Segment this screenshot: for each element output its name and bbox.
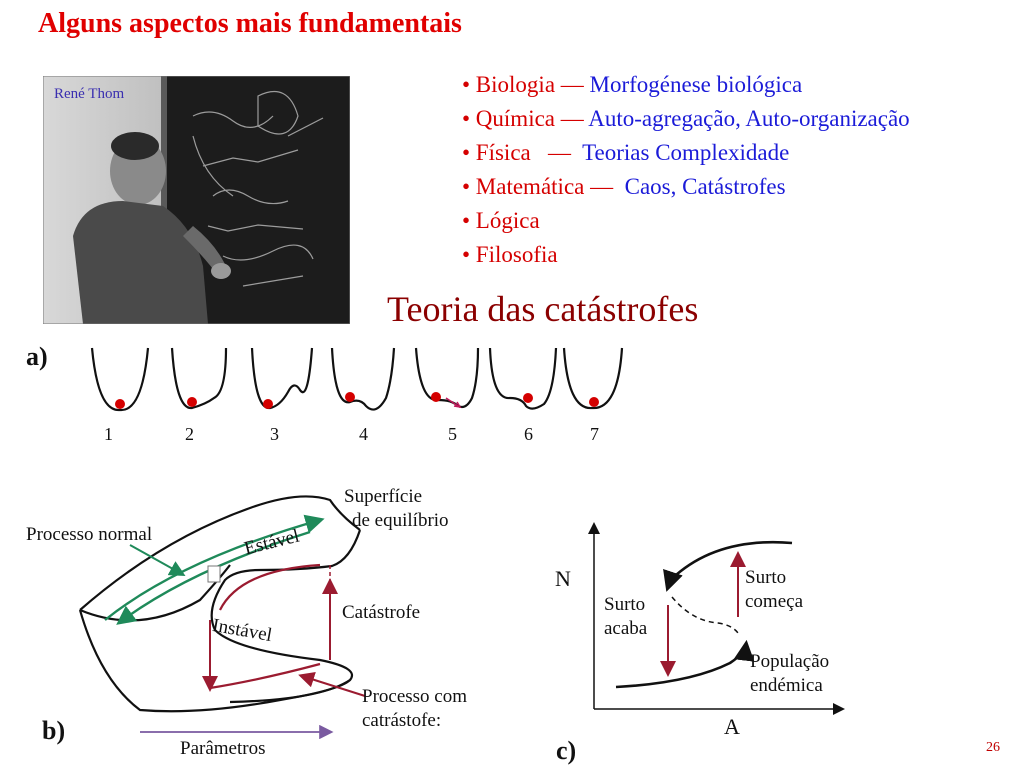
photo-caption: René Thom [54,86,125,102]
photo-illustration [43,76,350,324]
ball-2 [187,397,197,407]
bullet-field: • Filosofia [462,242,558,267]
well-number-5: 5 [448,424,457,444]
ball-7 [589,397,599,407]
outbreak-ends-line2: acaba [604,618,648,639]
well-number-2: 2 [185,424,194,444]
bullet-field: • Lógica [462,208,540,233]
lower-branch [615,639,755,689]
stable-path [219,563,321,611]
panel-c-label: c) [556,736,577,765]
section-subtitle: Teoria das catástrofes [387,289,699,329]
well-number-7: 7 [590,424,599,444]
potential-well-2 [170,347,228,410]
surface-top-edge [79,495,361,611]
list-item: • Biologia — Morfogénese biológica [462,68,910,102]
surface-label-line1: Superfície [344,486,423,507]
bullet-topic: Auto-agregação, Auto-organização [588,106,910,131]
catastrophe-process-pointer [298,672,366,697]
surface-left-edge [79,564,231,622]
list-item: • Lógica [462,204,910,238]
page-number: 26 [986,740,1000,755]
y-axis-label: N [555,566,571,591]
endemic-line1: População [750,651,830,672]
lower-path [209,662,321,690]
potential-well-1 [90,347,150,412]
parameters-label: Parâmetros [180,738,266,759]
potential-well-6 [488,347,558,410]
ball-4 [345,392,355,402]
well-number-1: 1 [104,424,113,444]
normal-process-arrow-right [104,514,325,621]
bullet-field: • Química [462,106,555,131]
well-number-4: 4 [359,424,368,444]
bullet-topic: Morfogénese biológica [589,72,803,97]
ball-5 [431,392,441,402]
potential-well-4 [330,347,396,411]
bullet-topic: Caos, Catástrofes [624,174,786,199]
cusp-surface-diagram [78,495,366,740]
roll-arrow [445,397,459,407]
bullet-separator: — [530,140,583,165]
catastrophe-process-line1: Processo com [362,686,468,707]
surface-fold [210,529,362,704]
list-item: • Química — Auto-agregação, Auto-organiz… [462,102,910,136]
rene-thom-photo [43,76,350,324]
potential-well-3 [250,347,314,410]
panel-b-label: b) [42,716,66,745]
hysteresis-diagram [588,522,845,715]
outbreak-ends-line1: Surto [604,594,646,615]
small-box-marker [207,565,221,583]
panel-a-label: a) [26,342,48,371]
bullet-field: • Matemática [462,174,585,199]
slide-title: Alguns aspectos mais fundamentais [38,8,462,39]
list-item: • Filosofia [462,238,910,272]
x-axis-label: A [724,714,740,739]
list-item: • Física — Teorias Complexidade [462,136,910,170]
bullet-field: • Biologia [462,72,556,97]
upper-branch [663,540,793,592]
normal-process-pointer [129,544,186,576]
bullet-separator: — [555,106,589,131]
outbreak-starts-line1: Surto [745,567,787,588]
bullet-separator: — [555,72,590,97]
potential-wells-diagram [90,347,624,412]
unstable-branch [671,596,739,634]
topic-list: • Biologia — Morfogénese biológica • Quí… [462,68,910,272]
surface-bottom-edge [78,609,351,713]
ball-1 [115,399,125,409]
catastrophe-process-line2: catrástofe: [362,710,442,731]
potential-well-7 [562,347,624,410]
well-number-6: 6 [524,424,533,444]
list-item: • Matemática — Caos, Catástrofes [462,170,910,204]
ball-6 [523,393,533,403]
outbreak-starts-line2: começa [745,591,804,612]
ball-3 [263,399,273,409]
well-number-3: 3 [270,424,279,444]
bullet-topic: Teorias Complexidade [582,140,790,165]
bullet-field: • Física [462,140,531,165]
bullet-separator: — [584,174,625,199]
normal-process-label: Processo normal [26,524,153,545]
surface-label-line2: de equilíbrio [352,510,449,531]
normal-process-arrow-left [116,530,311,625]
endemic-line2: endémica [750,675,823,696]
catastrophe-label: Catástrofe [342,602,421,623]
